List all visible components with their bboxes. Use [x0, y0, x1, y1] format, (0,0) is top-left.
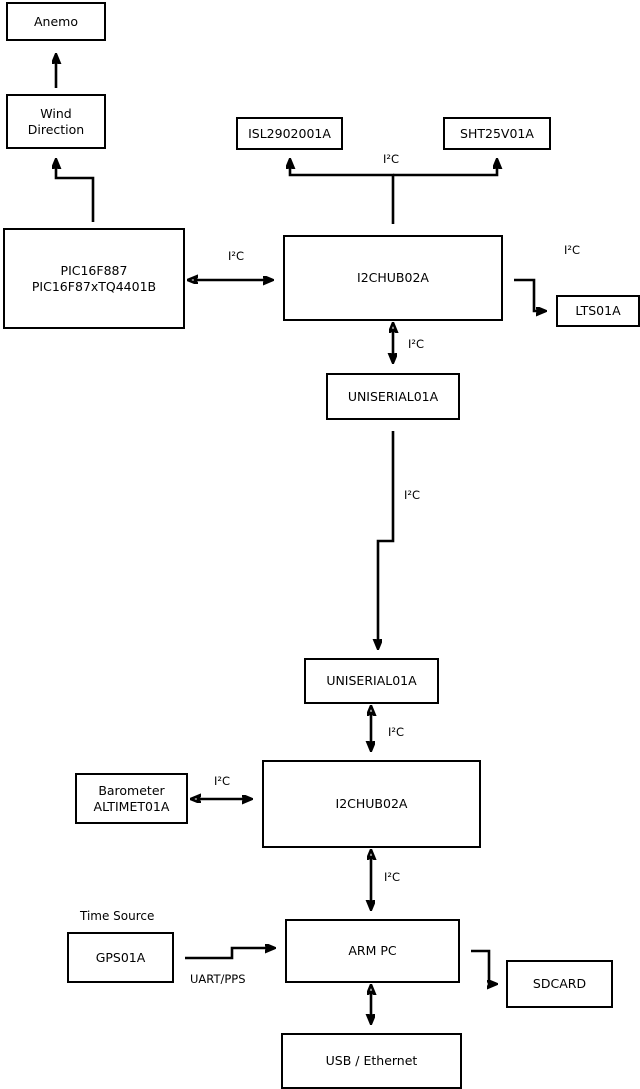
- node-lts[interactable]: LTS01A: [556, 295, 640, 327]
- node-anemo[interactable]: Anemo: [6, 2, 106, 41]
- edge-label-l_hub_uni_top: I²C: [408, 337, 425, 351]
- edge-label-l_pic_hub: I²C: [228, 249, 245, 263]
- node-gps[interactable]: GPS01A: [67, 932, 174, 983]
- edge-label-l_hub_sensors: I²C: [383, 152, 400, 166]
- connector-w-hub-lts: [514, 278, 545, 311]
- node-uni_bottom[interactable]: UNISERIAL01A: [304, 658, 439, 704]
- node-hub_bottom[interactable]: I2CHUB02A: [262, 760, 481, 848]
- edge-label-l_hub_arm: I²C: [384, 870, 401, 884]
- node-sdcard[interactable]: SDCARD: [506, 960, 613, 1008]
- node-hub_top[interactable]: I2CHUB02A: [283, 235, 503, 321]
- connector-w-hub-sht: [393, 160, 497, 177]
- edge-label-l_uni_hub_bottom: I²C: [388, 725, 405, 739]
- node-barometer[interactable]: Barometer ALTIMET01A: [75, 773, 188, 824]
- node-isl[interactable]: ISL2902001A: [236, 117, 343, 150]
- connector-w-arm-sdcard: [471, 949, 496, 984]
- node-armpc[interactable]: ARM PC: [285, 919, 460, 983]
- edge-label-l_uni_uni: I²C: [404, 488, 421, 502]
- connector-w-hub-sensors: [290, 160, 395, 224]
- connector-w-uni-uni: [378, 431, 395, 648]
- edge-label-l_gps_arm: UART/PPS: [190, 972, 246, 986]
- node-pic[interactable]: PIC16F887 PIC16F87xTQ4401B: [3, 228, 185, 329]
- connector-w-gps-arm: [185, 948, 274, 960]
- node-wind[interactable]: Wind Direction: [6, 94, 106, 149]
- node-uni_top[interactable]: UNISERIAL01A: [326, 373, 460, 420]
- node-sht[interactable]: SHT25V01A: [443, 117, 551, 150]
- label-time_source: Time Source: [80, 909, 155, 923]
- node-usb[interactable]: USB / Ethernet: [281, 1033, 462, 1089]
- connector-w-pic-wind: [56, 160, 95, 222]
- edge-label-l_baro_hub: I²C: [214, 774, 231, 788]
- edge-label-l_hub_lts: I²C: [564, 243, 581, 257]
